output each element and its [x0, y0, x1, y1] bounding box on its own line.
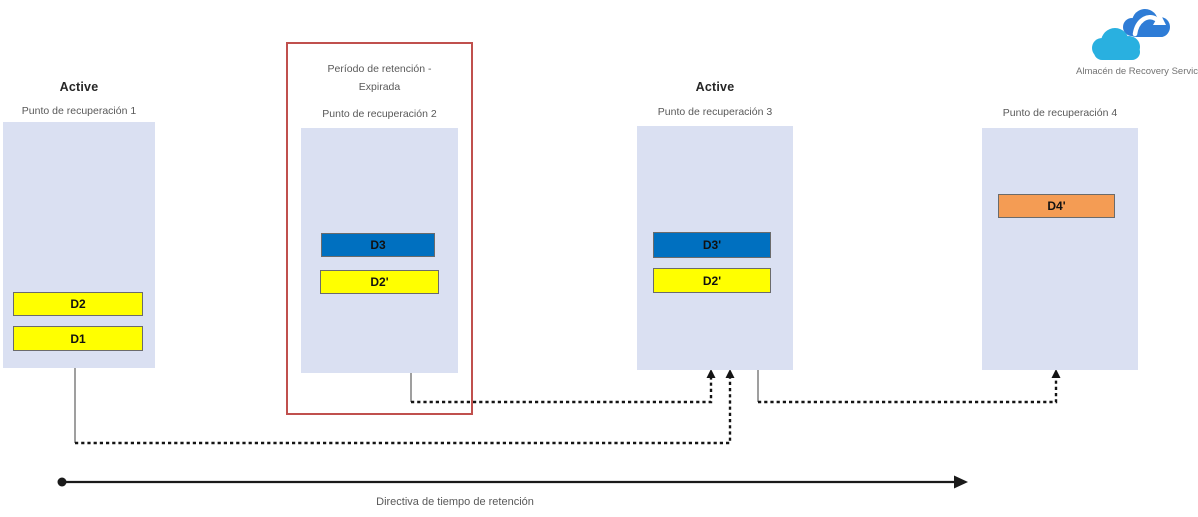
rp3-to-rp4-dashed-arrow [758, 378, 1058, 404]
rp2-to-rp3-dashed-arrow [411, 378, 713, 404]
rp4-container [982, 128, 1138, 370]
rp1-to-rp3-arrowhead [725, 369, 735, 378]
backup-item-d3: D3 [321, 233, 435, 257]
vault-restore-arrow-icon [1132, 13, 1166, 37]
backup-item-d1: D1 [13, 326, 143, 351]
rp2-retention-label-line1: Período de retención - [327, 63, 432, 75]
rp1-to-rp3-dashed-arrow [75, 378, 732, 445]
recovery-services-vault-icon [1092, 9, 1170, 60]
rp4-title: Punto de recuperación 4 [1002, 107, 1118, 119]
backup-item-d4prime: D4' [998, 194, 1115, 218]
rp3-to-rp4-arrowhead [1051, 369, 1061, 378]
backup-item-d2prime-rp2: D2' [320, 270, 439, 294]
rp1-status-label: Active [59, 80, 99, 94]
timeline-label: Directiva de tiempo de retención [376, 496, 534, 508]
rp2-retention-label-line2: Expirada [358, 81, 401, 93]
backup-item-d2prime-rp3: D2' [653, 268, 771, 293]
timeline-arrowhead [954, 475, 968, 489]
rp3-title: Punto de recuperación 3 [657, 106, 773, 118]
rp3-status-label: Active [695, 80, 735, 94]
rp1-title: Punto de recuperación 1 [21, 105, 137, 117]
vault-label: Almacén de Recovery Service [1076, 66, 1198, 77]
backup-item-d3prime: D3' [653, 232, 771, 258]
expired-retention-highlight-box [286, 42, 473, 415]
vault-front-cloud [1092, 28, 1140, 60]
rp2-to-rp3-arrowhead [706, 369, 716, 378]
rp2-title: Punto de recuperación 2 [322, 108, 437, 120]
backup-item-d2: D2 [13, 292, 143, 316]
